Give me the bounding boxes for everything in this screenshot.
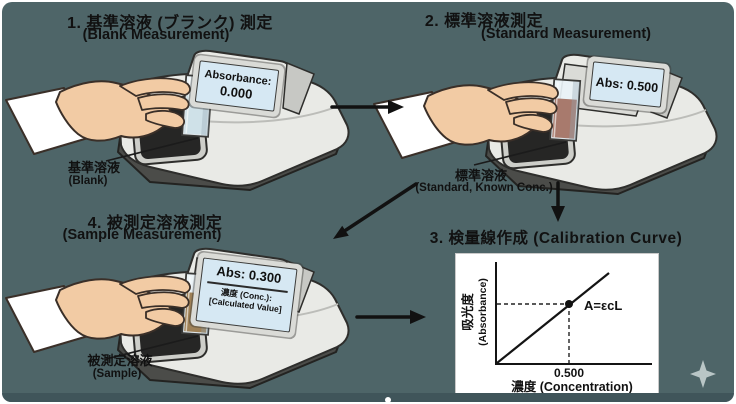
data-point — [565, 300, 573, 308]
x-tick-label: 0.500 — [554, 366, 584, 380]
calibration-graph: A=εcL 吸光度 (Absorbance) 0.500 濃度 (Concent… — [455, 253, 659, 398]
illustration-step4-spectrophotometer — [5, 247, 350, 389]
step2-title-en: (Standard Measurement) — [480, 26, 652, 42]
step1-title-en: (Blank Measurement) — [82, 27, 230, 43]
step2-cuvette-label-en: (Standard, Known Conc.) — [415, 182, 553, 194]
step4-title-jp: 4. 被測定溶液測定 — [87, 215, 223, 232]
illustration-step1-spectrophotometer — [5, 49, 350, 192]
graph-annotation: A=εcL — [584, 298, 622, 313]
step4-cuvette-label-en: (Sample) — [92, 368, 142, 380]
y-axis-label-en: (Absorbance) — [477, 278, 489, 346]
step2-cuvette-label-jp: 標準溶液 — [454, 168, 508, 183]
playhead-dot[interactable] — [385, 397, 391, 403]
step3-title: 3. 検量線作成 (Calibration Curve) — [429, 230, 683, 247]
step2-display: Abs: 0.500 — [589, 61, 665, 108]
x-axis-label: 濃度 (Concentration) — [511, 379, 633, 394]
step4-display: Abs: 0.300 濃度 (Conc.): [Calculated Value… — [195, 257, 298, 333]
step2-title-jp: 2. 標準溶液測定 — [424, 13, 544, 30]
calibration-line — [496, 272, 610, 364]
step2-display-value: Abs: 0.500 — [595, 74, 659, 95]
step1-display-value: 0.000 — [219, 83, 254, 102]
step1-title-jp: 1. 基準溶液 (ブランク) 測定 — [67, 15, 273, 32]
step4-cuvette-label-jp: 被測定溶液 — [87, 353, 153, 368]
step1-cuvette-label-jp: 基準溶液 — [67, 160, 121, 175]
bottom-bar — [2, 393, 734, 402]
sparkle-icon — [690, 360, 716, 388]
y-axis-label-jp: 吸光度 — [460, 293, 475, 331]
step1-cuvette-label-en: (Blank) — [68, 175, 108, 187]
graph-axes — [495, 262, 652, 365]
step4-title-en: (Sample Measurement) — [62, 227, 222, 243]
